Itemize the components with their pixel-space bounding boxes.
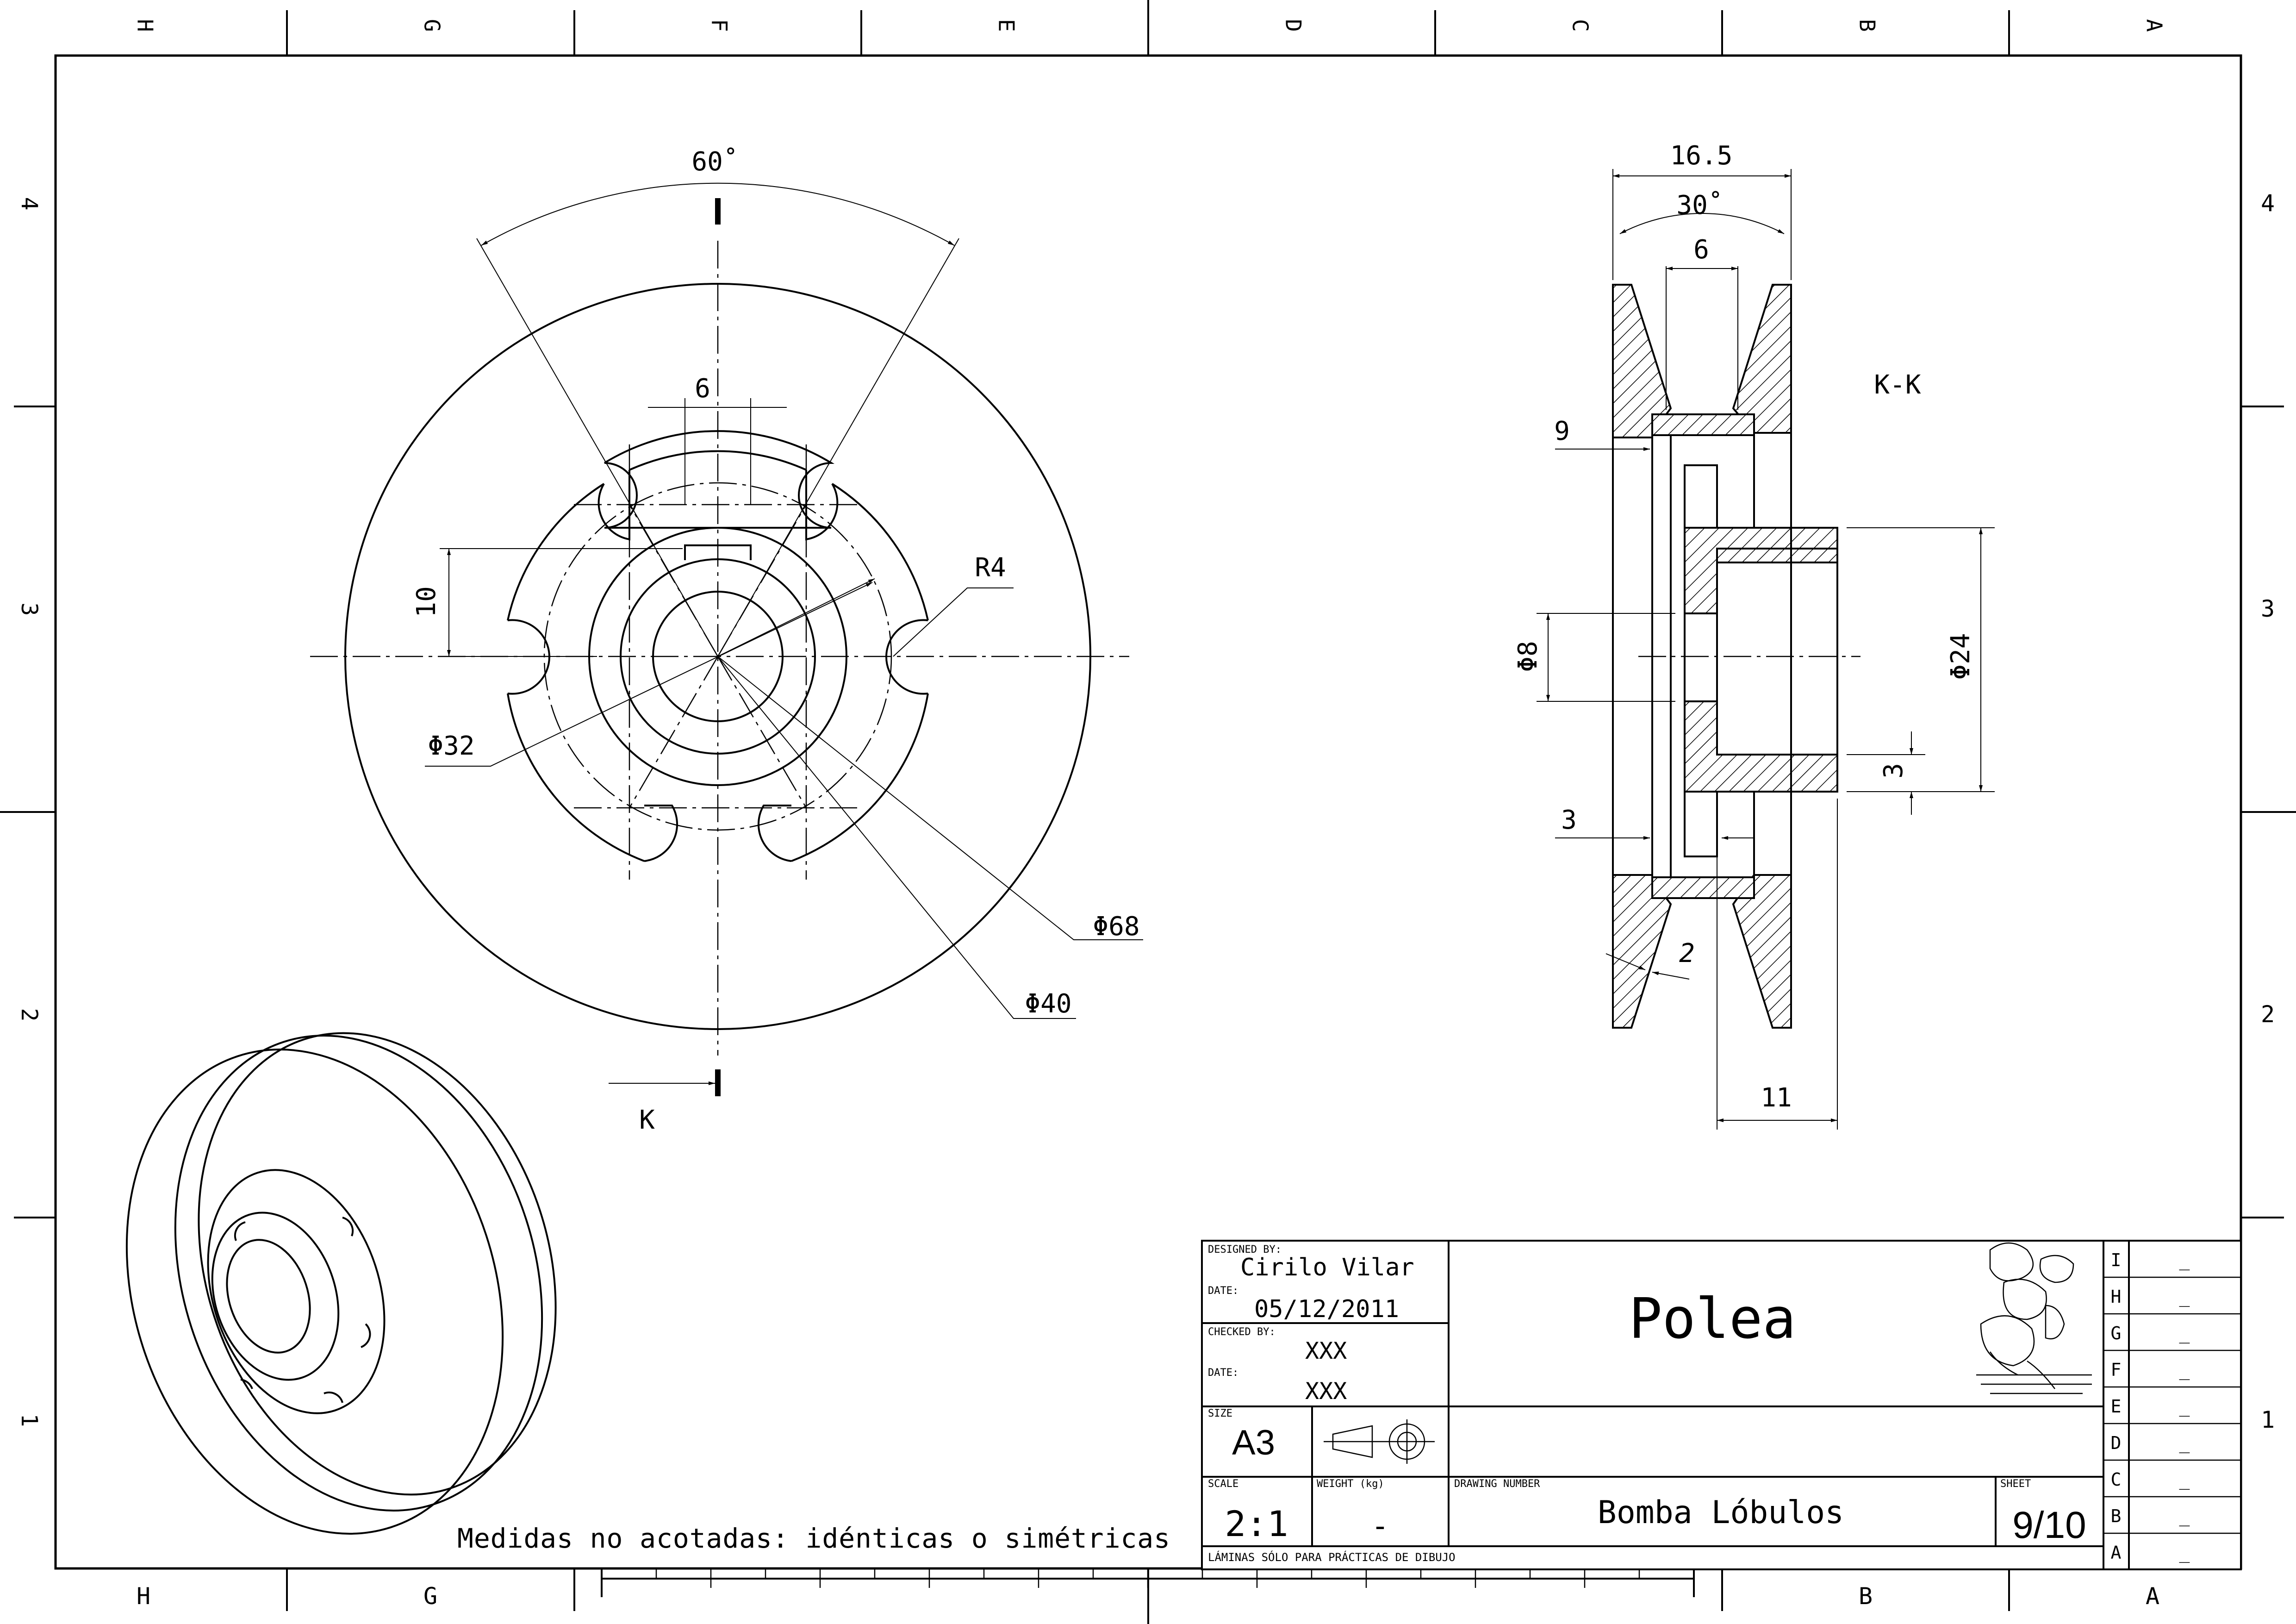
column-label-bottom-G: G (423, 1583, 437, 1610)
scale-value: 2:1 (1225, 1503, 1288, 1544)
dim-3-left: 3 (1561, 805, 1577, 835)
section-title: K-K (1874, 370, 1921, 400)
dim-11: 11 (1761, 1083, 1792, 1113)
column-label-top-H: H (133, 19, 158, 32)
row-label-right-2: 2 (2261, 1001, 2275, 1028)
revision-value-E: _ (2179, 1396, 2190, 1417)
slot-width-dimension: 6 (695, 374, 710, 404)
front-view: 60˚ K 6 10 R4 Φ32 Φ68 Φ40 (310, 147, 1143, 1135)
radius-dimension: R4 (975, 553, 1006, 583)
dim-2: 2 (1679, 938, 1695, 968)
hub-inner-circle (620, 558, 816, 755)
title-block: DESIGNED BY: Cirilo Vilar DATE: 05/12/20… (1201, 1240, 2242, 1570)
row-label-left-1: 1 (16, 1414, 42, 1427)
groove-angle-dimension: 30˚ (1676, 190, 1723, 220)
angle-60-dimension: 60˚ (691, 147, 738, 177)
outer-rim-circle (344, 283, 1091, 1030)
column-label-top-G: G (420, 19, 445, 32)
revision-value-I: _ (2179, 1250, 2190, 1271)
column-label-top-D: D (1281, 19, 1306, 32)
checker-name: XXX (1305, 1337, 1347, 1364)
column-label-top-A: A (2142, 19, 2167, 32)
row-label-right-4: 4 (2261, 190, 2275, 217)
row-label-left-2: 2 (16, 1008, 42, 1022)
drawing-number-label: DRAWING NUMBER (1454, 1478, 1540, 1490)
logo-sketch (1976, 1242, 2092, 1394)
revision-letter-E: E (2111, 1396, 2122, 1417)
sheet-label: SHEET (2000, 1478, 2031, 1490)
projection-symbol-icon (1324, 1419, 1435, 1464)
revision-letter-H: H (2111, 1287, 2122, 1307)
weight-value: - (1371, 1509, 1389, 1543)
checked-by-label: CHECKED BY: (1208, 1326, 1276, 1338)
section-letter-K: K (639, 1105, 655, 1135)
revision-value-F: _ (2179, 1360, 2190, 1380)
keyway (684, 544, 752, 560)
revision-value-C: _ (2179, 1469, 2190, 1490)
column-label-top-C: C (1568, 19, 1593, 32)
dim-9: 9 (1554, 416, 1570, 446)
bore-circle (652, 591, 784, 722)
part-name: Polea (1629, 1287, 1796, 1351)
key-height-dimension: 10 (411, 586, 442, 617)
revision-letter-I: I (2111, 1250, 2122, 1270)
designed-by-label: DESIGNED BY: (1208, 1244, 1282, 1255)
diameter-68-dimension: Φ68 (1093, 912, 1139, 942)
revision-letter-F: F (2111, 1360, 2122, 1380)
row-label-left-4: 4 (16, 197, 42, 211)
untoleranced-dimensions-note: Medidas no acotadas: idénticas o simétri… (457, 1523, 1170, 1554)
total-width-dimension: 16.5 (1670, 141, 1733, 171)
weight-label: WEIGHT (kg) (1317, 1478, 1384, 1490)
column-label-bottom-A: A (2146, 1583, 2159, 1610)
section-view-kk: K-K 16.5 30˚ 6 9 Φ8 Φ24 3 3 2 11 (1513, 141, 1995, 1130)
row-label-right-3: 3 (2261, 595, 2275, 622)
revision-letter-G: G (2111, 1323, 2122, 1343)
revision-value-B: _ (2179, 1506, 2190, 1527)
column-label-top-E: E (994, 19, 1019, 32)
revision-value-G: _ (2179, 1323, 2190, 1344)
column-label-bottom-H: H (137, 1583, 150, 1610)
revision-value-D: _ (2179, 1433, 2190, 1454)
diameter-32-dimension: Φ32 (428, 731, 474, 761)
revision-value-A: _ (2179, 1543, 2190, 1563)
revision-value-H: _ (2179, 1287, 2190, 1307)
isometric-view (125, 1032, 557, 1535)
bore-dimension: Φ8 (1513, 641, 1543, 672)
hub-dimension: Φ24 (1946, 633, 1976, 680)
revision-letter-D: D (2111, 1433, 2122, 1453)
revision-letter-A: A (2111, 1543, 2122, 1563)
row-label-right-1: 1 (2261, 1406, 2275, 1433)
column-label-top-B: B (1855, 19, 1880, 32)
size-label: SIZE (1208, 1408, 1232, 1419)
designer-name: Cirilo Vilar (1240, 1254, 1414, 1281)
revision-letter-C: C (2111, 1469, 2122, 1490)
scale-label: SCALE (1208, 1478, 1238, 1490)
revision-letter-B: B (2111, 1506, 2122, 1526)
footer-note: LÁMINAS SÓLO PARA PRÁCTICAS DE DIBUJO (1208, 1550, 1456, 1564)
groove-width-dimension: 6 (1693, 235, 1709, 265)
column-label-top-F: F (707, 19, 732, 32)
column-label-bottom-B: B (1859, 1583, 1873, 1610)
design-date: 05/12/2011 (1254, 1295, 1399, 1323)
sheet-number: 9/10 (2012, 1504, 2086, 1546)
date2-label: DATE: (1208, 1367, 1238, 1379)
drawing-number: Bomba Lóbulos (1598, 1494, 1844, 1531)
right-flange-section (1732, 284, 1792, 434)
paper-size: A3 (1232, 1423, 1275, 1462)
dim-3-right: 3 (1879, 763, 1909, 779)
check-date: XXX (1305, 1378, 1347, 1405)
row-label-left-3: 3 (16, 603, 42, 616)
diameter-40-dimension: Φ40 (1025, 989, 1071, 1019)
date-label: DATE: (1208, 1285, 1238, 1297)
